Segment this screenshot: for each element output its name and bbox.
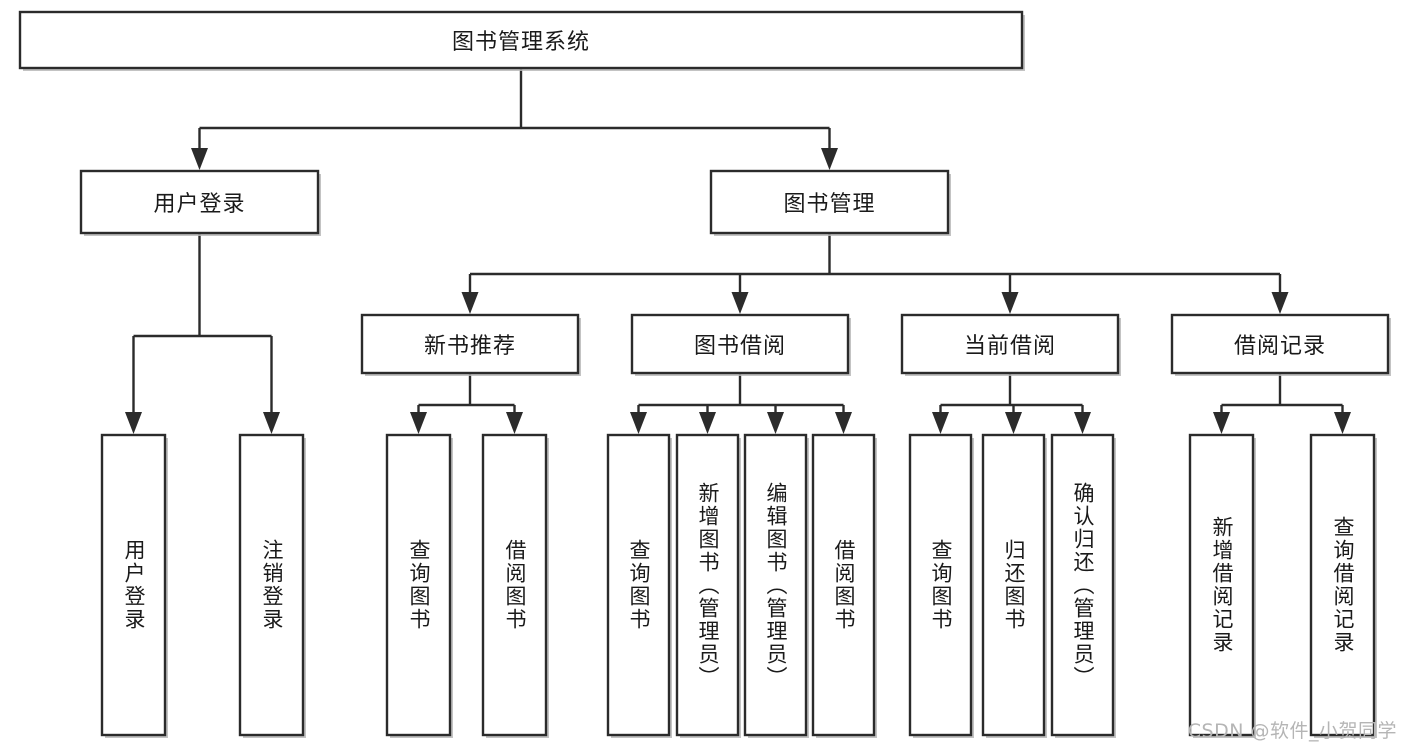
arrow-head-leaf-borrow-book-2 <box>835 412 852 434</box>
arrow-head-borrow-record <box>1271 292 1289 314</box>
arrow-head-new-book-rec <box>461 292 479 314</box>
node-box-leaf-borrow-book-1[interactable] <box>481 433 548 737</box>
node-box-current-borrow[interactable] <box>900 313 1120 375</box>
node-box-leaf-query-borrow-record[interactable] <box>1309 433 1376 737</box>
node-box-book-manage[interactable] <box>709 169 950 235</box>
node-box-leaf-return-book[interactable] <box>981 433 1046 737</box>
node-box-leaf-query-book-1[interactable] <box>385 433 452 737</box>
watermark-text: CSDN @软件_小贺同学 <box>1187 720 1397 742</box>
arrow-head-book-manage <box>821 148 838 170</box>
arrow-head-leaf-edit-book-admin <box>767 412 784 434</box>
arrow-head-leaf-user-login <box>125 412 142 434</box>
arrow-head-current-borrow <box>1001 292 1019 314</box>
arrow-head-book-borrow <box>731 292 749 314</box>
arrow-head-leaf-user-logout <box>263 412 280 434</box>
arrow-head-leaf-query-book-3 <box>932 412 949 434</box>
arrow-head-leaf-add-borrow-record <box>1213 412 1230 434</box>
node-box-leaf-query-book-3[interactable] <box>908 433 973 737</box>
arrow-head-leaf-query-book-2 <box>630 412 647 434</box>
arrow-head-leaf-confirm-return-admin <box>1074 412 1091 434</box>
node-box-leaf-edit-book-admin[interactable] <box>743 433 808 737</box>
node-box-user-login[interactable] <box>79 169 320 235</box>
node-box-leaf-user-logout[interactable] <box>238 433 305 737</box>
node-box-leaf-query-book-2[interactable] <box>606 433 671 737</box>
node-box-leaf-borrow-book-2[interactable] <box>811 433 876 737</box>
node-box-leaf-user-login[interactable] <box>100 433 167 737</box>
node-box-new-book-rec[interactable] <box>360 313 580 375</box>
arrow-head-user-login <box>191 148 208 170</box>
node-box-book-borrow[interactable] <box>630 313 850 375</box>
node-box-root[interactable] <box>18 10 1024 70</box>
arrow-head-leaf-query-borrow-record <box>1334 412 1351 434</box>
node-box-borrow-record[interactable] <box>1170 313 1390 375</box>
arrow-head-leaf-add-book-admin <box>699 412 716 434</box>
arrow-head-leaf-query-book-1 <box>410 412 427 434</box>
nodes-layer <box>18 10 1391 738</box>
arrow-head-leaf-borrow-book-1 <box>506 412 523 434</box>
node-box-leaf-add-borrow-record[interactable] <box>1188 433 1255 737</box>
node-box-leaf-confirm-return-admin[interactable] <box>1050 433 1115 737</box>
connectors-layer <box>125 68 1351 434</box>
arrow-head-leaf-return-book <box>1005 412 1022 434</box>
node-box-leaf-add-book-admin[interactable] <box>675 433 740 737</box>
